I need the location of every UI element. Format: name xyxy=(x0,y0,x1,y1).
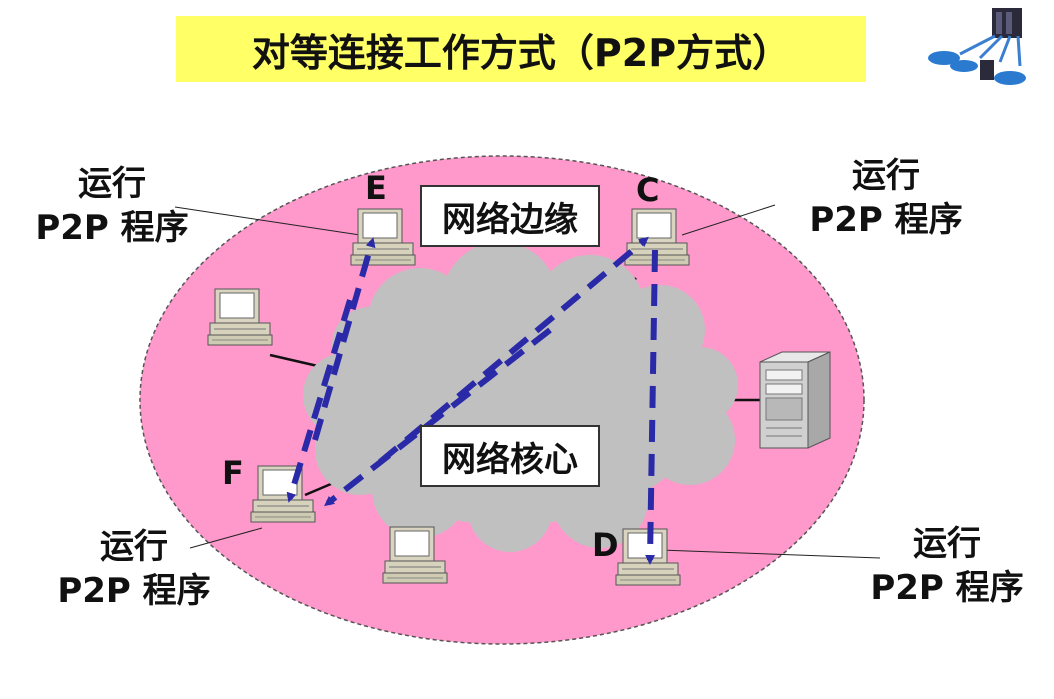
arrow-f-c-up xyxy=(378,236,649,465)
annotation-line2: P2P 程序 xyxy=(809,200,963,240)
annotation-bottom-right: 运行 P2P 程序 xyxy=(857,522,1037,610)
annotation-bottom-left: 运行 P2P 程序 xyxy=(44,525,224,613)
network-logo-icon xyxy=(928,8,1026,85)
network-core-label: 网络核心 xyxy=(420,425,600,487)
annotation-line2: P2P 程序 xyxy=(57,571,211,611)
annotation-line1: 运行 xyxy=(78,164,146,204)
network-edge-label: 网络边缘 xyxy=(420,185,600,247)
arrow-c-f-down xyxy=(324,327,552,507)
server-icon xyxy=(759,351,831,449)
annotation-line2: P2P 程序 xyxy=(35,208,189,248)
annotation-top-left: 运行 P2P 程序 xyxy=(22,162,202,250)
annotation-top-right: 运行 P2P 程序 xyxy=(796,154,976,242)
network-core-cloud xyxy=(303,242,738,552)
p2p-arrows xyxy=(286,236,658,565)
page-title: 对等连接工作方式（P2P方式） xyxy=(251,30,791,75)
annotation-pointers xyxy=(174,204,881,559)
annotation-line2: P2P 程序 xyxy=(870,568,1024,608)
node-label-f: F xyxy=(222,454,244,492)
title-banner: 对等连接工作方式（P2P方式） xyxy=(176,16,866,82)
arrow-e-f-up xyxy=(312,237,376,441)
node-label-c: C xyxy=(636,171,660,209)
node-label-d: D xyxy=(592,526,619,564)
node-label-e: E xyxy=(365,169,387,207)
annotation-line1: 运行 xyxy=(913,524,981,564)
arrow-e-f-down xyxy=(286,299,353,503)
annotation-line1: 运行 xyxy=(852,156,920,196)
arrow-c-d-down xyxy=(645,249,658,565)
annotation-line1: 运行 xyxy=(100,527,168,567)
